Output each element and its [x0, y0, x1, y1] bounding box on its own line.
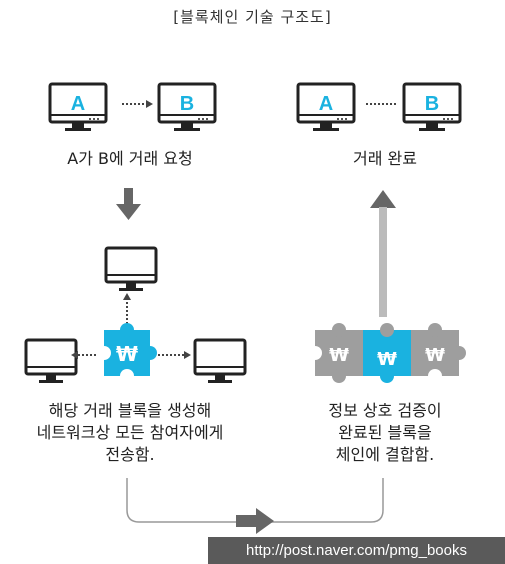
right-arrow: [236, 508, 274, 534]
right-monitor-a: A: [296, 82, 356, 133]
left-bottom-line-1: 해당 거래 블록을 생성해: [48, 401, 212, 420]
chain-piece-2-symbol: ₩: [377, 349, 397, 370]
dotted-arrow-a-to-b: [122, 100, 153, 108]
chain-piece-1-symbol: ₩: [329, 345, 349, 366]
right-bottom-caption: 정보 상호 검증이 완료된 블록을 체인에 결합함.: [300, 400, 470, 466]
left-bottom-line-3: 전송함.: [105, 445, 155, 464]
dotted-arrow-right: [158, 351, 191, 359]
left-bottom-line-2: 네트워크상 모든 참여자에게: [36, 423, 224, 442]
block-puzzle-piece: ₩: [97, 323, 157, 383]
network-monitor-top: [104, 246, 158, 293]
right-node-b-label: B: [425, 93, 439, 115]
watermark-url: http://post.naver.com/pmg_books: [208, 537, 505, 564]
left-bottom-caption: 해당 거래 블록을 생성해 네트워크상 모든 참여자에게 전송함.: [0, 400, 260, 466]
right-monitor-b: B: [402, 82, 462, 133]
right-top-caption: 거래 완료: [353, 149, 417, 168]
down-arrow: [116, 188, 141, 220]
chain-puzzle: ₩ ₩ ₩: [308, 323, 466, 383]
network-monitor-left: [24, 338, 78, 385]
page-title: [블록체인 기술 구조도]: [173, 8, 332, 26]
dotted-arrow-left: [71, 351, 100, 359]
left-monitor-a: A: [48, 82, 108, 133]
right-bottom-line-2: 완료된 블록을: [338, 423, 432, 442]
up-arrow: [370, 190, 396, 317]
right-bottom-line-3: 체인에 결합함.: [335, 445, 435, 464]
right-node-a-label: A: [319, 93, 333, 115]
block-won-symbol: ₩: [116, 342, 138, 366]
left-node-b-label: B: [180, 93, 194, 115]
network-monitor-right: [193, 338, 247, 385]
left-top-caption: A가 B에 거래 요청: [67, 149, 193, 168]
dotted-arrow-up: [123, 293, 131, 328]
right-bottom-line-1: 정보 상호 검증이: [328, 401, 442, 420]
left-node-a-label: A: [71, 93, 85, 115]
chain-piece-3-symbol: ₩: [425, 345, 445, 366]
left-monitor-b: B: [157, 82, 217, 133]
